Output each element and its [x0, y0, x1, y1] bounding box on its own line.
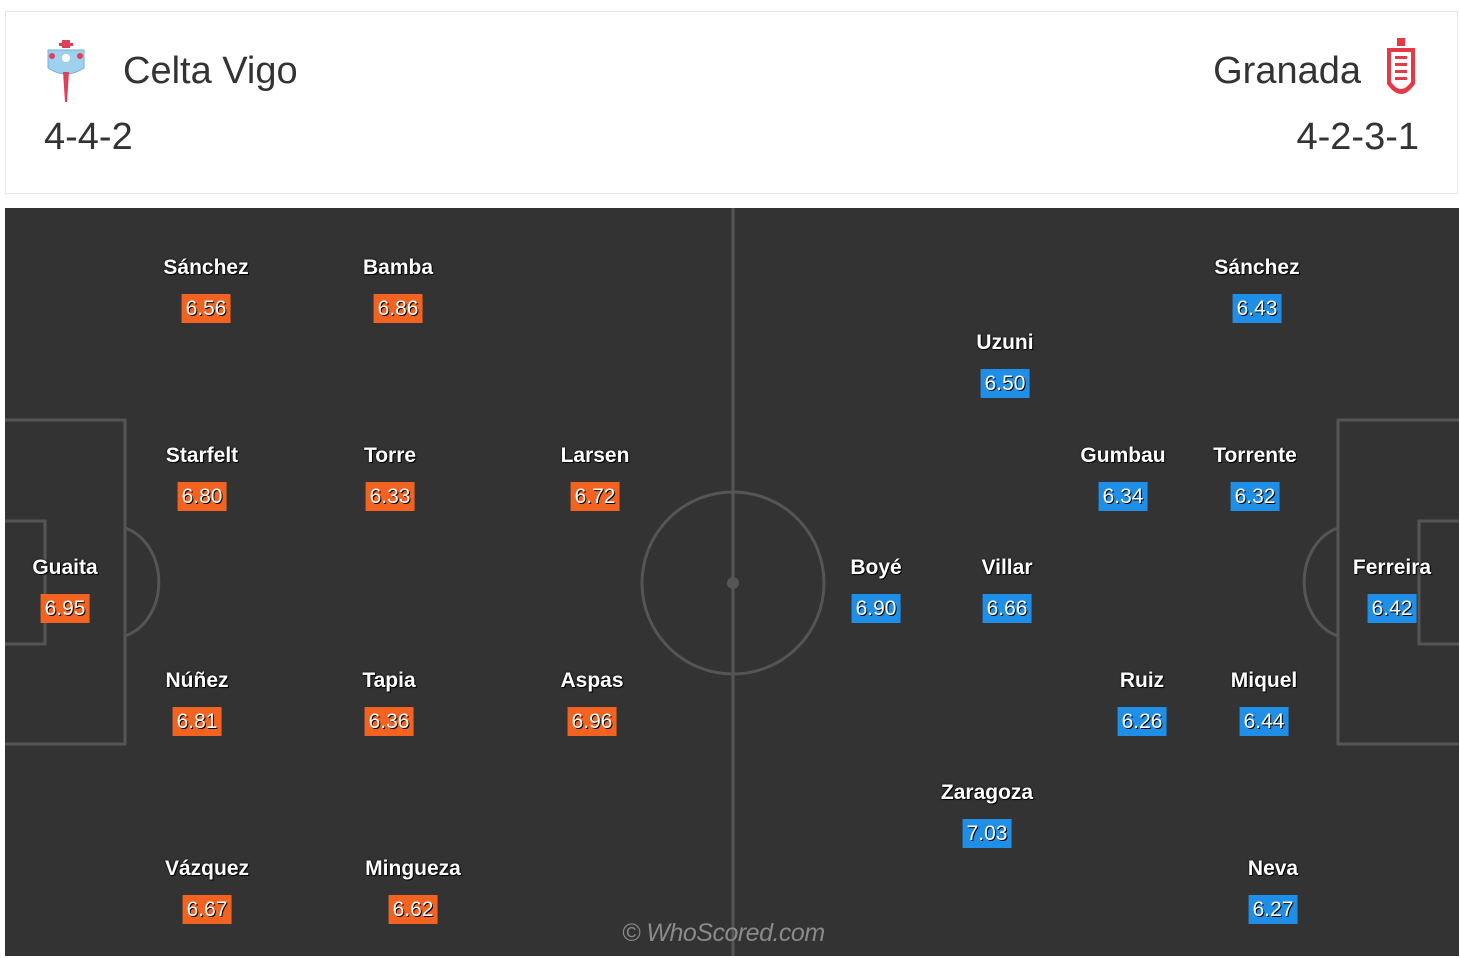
player-name: Núñez [165, 669, 229, 692]
whoscored-watermark: © WhoScored.com [622, 919, 825, 947]
player-rating: 6.80 [177, 482, 227, 511]
player-name: Miquel [1230, 669, 1298, 692]
player-rating: 6.96 [567, 707, 617, 736]
player-name: Aspas [560, 669, 624, 692]
away-team-name[interactable]: Granada [1213, 50, 1361, 92]
player-name: Uzuni [976, 331, 1034, 354]
player-name: Neva [1247, 857, 1299, 880]
pitch-markings [5, 208, 1459, 956]
player-rating: 6.36 [364, 707, 414, 736]
player-rating: 6.33 [365, 482, 415, 511]
player-name: Villar [981, 556, 1033, 579]
player-rating: 6.27 [1248, 895, 1298, 924]
player-name: Bamba [362, 256, 434, 279]
player-name: Zaragoza [940, 781, 1034, 804]
player-name: Tapia [362, 669, 416, 692]
player-rating: 6.67 [182, 895, 232, 924]
player-rating: 6.43 [1232, 294, 1282, 323]
player-name: Boyé [850, 556, 902, 579]
match-header: Celta Vigo 4-4-2 Granada 4-2-3-1 [5, 11, 1458, 194]
player-name: Guaita [32, 556, 98, 579]
player-name: Gumbau [1080, 444, 1166, 467]
player-rating: 7.03 [962, 819, 1012, 848]
player-name: Vázquez [164, 857, 250, 880]
home-formation: 4-4-2 [44, 116, 133, 158]
player-rating: 6.81 [172, 707, 222, 736]
player-rating: 6.44 [1239, 707, 1289, 736]
player-rating: 6.62 [388, 895, 438, 924]
granada-crest-icon [1384, 36, 1418, 109]
player-rating: 6.86 [373, 294, 423, 323]
player-name: Ferreira [1352, 556, 1432, 579]
player-rating: 6.72 [570, 482, 620, 511]
player-name: Ruiz [1119, 669, 1165, 692]
pitch: Sánchez 6.56 Bamba 6.86 Starfelt 6.80 To… [5, 208, 1459, 956]
player-rating: 6.26 [1117, 707, 1167, 736]
player-rating: 6.34 [1098, 482, 1148, 511]
player-name: Mingueza [365, 857, 461, 880]
celta-crest-icon [44, 38, 88, 109]
player-rating: 6.56 [181, 294, 231, 323]
player-rating: 6.42 [1367, 594, 1417, 623]
player-name: Sánchez [1214, 256, 1300, 279]
player-name: Sánchez [163, 256, 249, 279]
player-name: Larsen [560, 444, 630, 467]
player-rating: 6.32 [1230, 482, 1280, 511]
player-rating: 6.66 [982, 594, 1032, 623]
player-rating: 6.95 [40, 594, 90, 623]
player-name: Torre [363, 444, 417, 467]
player-name: Starfelt [165, 444, 239, 467]
away-formation: 4-2-3-1 [1296, 116, 1420, 158]
player-rating: 6.90 [851, 594, 901, 623]
player-rating: 6.50 [980, 369, 1030, 398]
home-team-name[interactable]: Celta Vigo [123, 50, 298, 92]
player-name: Torrente [1213, 444, 1297, 467]
